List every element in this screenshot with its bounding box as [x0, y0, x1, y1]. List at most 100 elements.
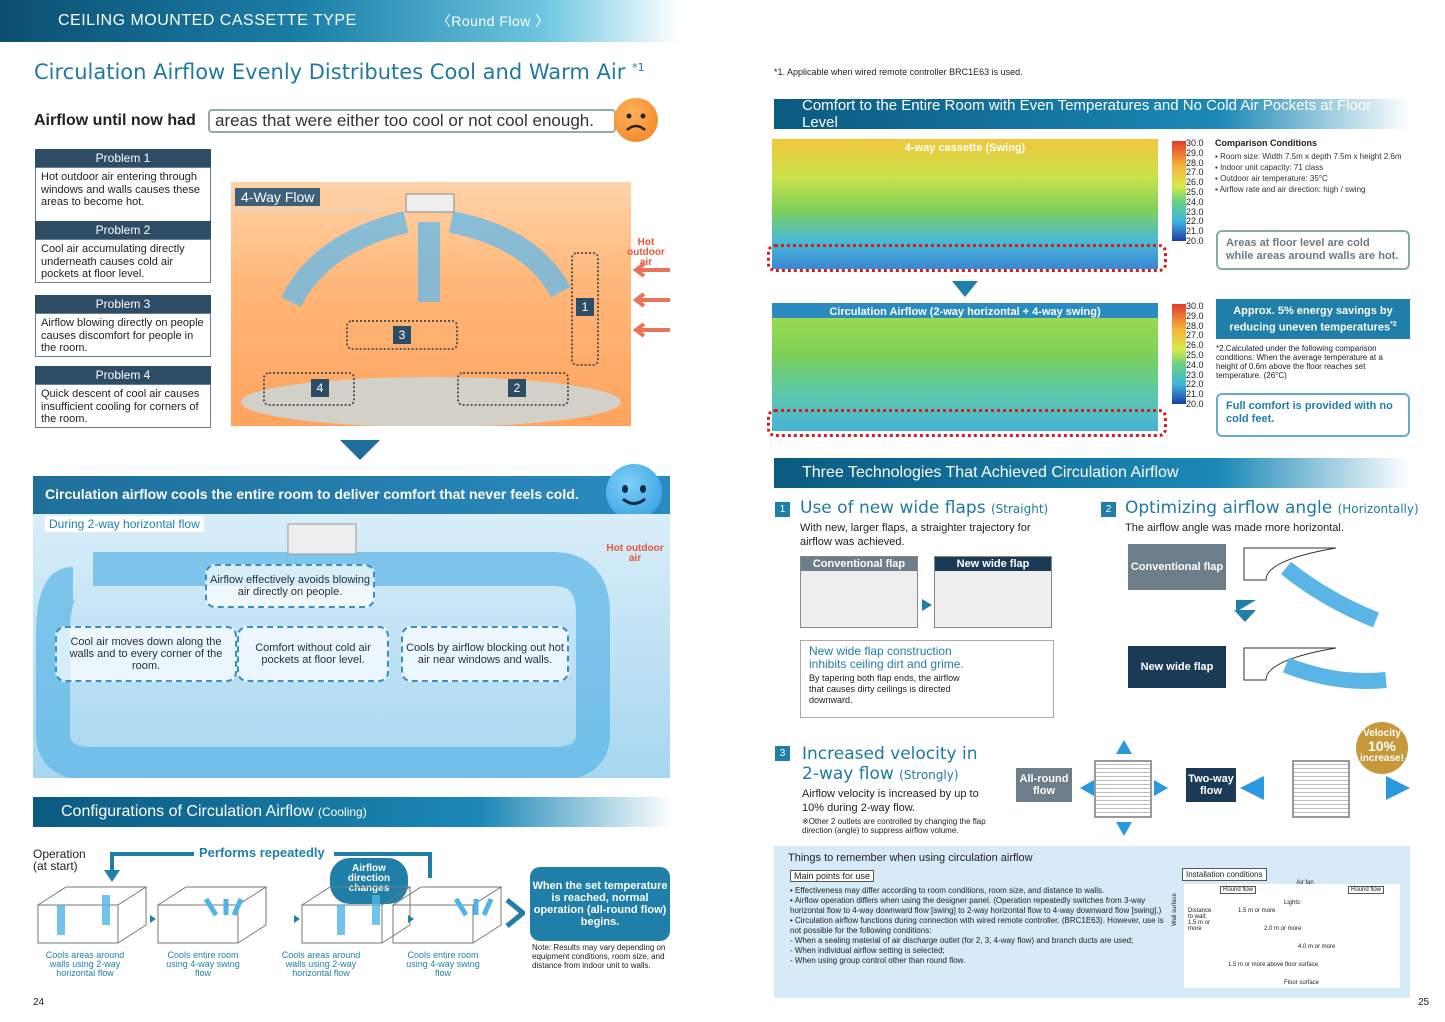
header-subtitle: 〈Round Flow 〉 — [436, 13, 550, 29]
cond-list: ▪ Room size: Width 7.5m x depth 7.5m x h… — [1215, 151, 1425, 195]
tick: 29.0 — [1186, 147, 1204, 158]
remember-title: Things to remember when using circulatio… — [788, 852, 1033, 864]
tech-title: Use of new wide flaps — [800, 498, 986, 518]
tech-3-text: Airflow velocity is increased by up to 1… — [802, 788, 979, 814]
problem-3: Problem 3 Airflow blowing directly on pe… — [35, 295, 211, 357]
cond-text: Airflow rate and air direction: high / s… — [1219, 185, 1366, 194]
tick: 25.0 — [1186, 186, 1204, 197]
sad-face-icon — [614, 98, 658, 142]
problem-text: Quick descent of cool air causes insuffi… — [35, 384, 211, 428]
comfort-band: Comfort to the Entire Room with Even Tem… — [774, 97, 1410, 131]
during-label: During 2-way horizontal flow — [45, 516, 204, 532]
temperature-scale — [1172, 141, 1186, 241]
floor-highlight — [767, 409, 1167, 437]
page-header: CEILING MOUNTED CASSETTE TYPE 〈Round Flo… — [0, 0, 680, 42]
problem-4: Problem 4 Quick descent of cool air caus… — [35, 366, 211, 428]
tick: 26.0 — [1186, 340, 1204, 351]
cond-text: Room size: Width 7.5m x depth 7.5m x hei… — [1220, 152, 1402, 161]
tech-1-title: Use of new wide flaps (Straight) — [800, 498, 1048, 518]
right-arrow-icon — [922, 599, 932, 611]
dist-4: 1.5 m or more above floor surface — [1228, 962, 1319, 968]
cold-floor-highlight — [767, 244, 1167, 272]
problem-title: Problem 1 — [35, 149, 211, 167]
tech-title: Optimizing airflow angle — [1125, 498, 1333, 518]
problem-2: Problem 2 Cool air accumulating directly… — [35, 221, 211, 283]
remember-item: - When individual airflow setting is sel… — [790, 946, 945, 955]
repeat-label: Performs repeatedly — [199, 845, 325, 860]
energy-sup: *2 — [1390, 321, 1397, 328]
zone-2-label: 2 — [508, 379, 526, 397]
tech-3-note: ※Other 2 outlets are controlled by chang… — [802, 817, 986, 835]
tick: 21.0 — [1186, 226, 1204, 237]
repeat-arrow-icon — [104, 852, 432, 882]
config-note: Note: Results may vary depending on equi… — [532, 943, 666, 970]
tick: 30.0 — [1186, 138, 1204, 148]
step-2: Cools entire room using 4-way swing flow — [166, 950, 240, 978]
callout-cold: Areas at floor level are cold while area… — [1216, 230, 1410, 270]
tick: 30.0 — [1186, 301, 1204, 311]
zone-1-label: 1 — [576, 298, 594, 316]
room-4way-illustration: 4-Way Flow Hot outdoor air 1 3 4 2 — [231, 182, 665, 426]
hot-air-arrows-icon — [632, 262, 670, 338]
cond-text: Outdoor air temperature: 35°C — [1220, 174, 1328, 183]
step-1: Cools areas around walls using 2-way hor… — [45, 950, 125, 978]
install-diagram: Round flow Round flow Air fan Lights Dis… — [1184, 880, 1400, 988]
config-rooms — [36, 885, 521, 945]
cond-item: ▪ Room size: Width 7.5m x depth 7.5m x h… — [1215, 152, 1402, 161]
cond-item: ▪ Airflow rate and air direction: high /… — [1215, 185, 1366, 194]
zone-4-label: 4 — [311, 379, 329, 397]
airflow-lead: Airflow until now had — [34, 112, 196, 129]
tick: 22.0 — [1186, 379, 1204, 390]
cassette-unit-icon — [1292, 760, 1350, 818]
config-title-small: (Cooling) — [318, 805, 367, 819]
callout-comfort: Full comfort is provided with no cold fe… — [1216, 393, 1410, 437]
room-box-icons — [36, 886, 503, 944]
down-arrow-icon — [340, 440, 380, 460]
tech-1-text: With new, larger flaps, a straighter tra… — [800, 522, 1031, 548]
footnote-1: *1. Applicable when wired remote control… — [774, 67, 1023, 77]
next-arrow-icon — [505, 898, 525, 928]
twoway-label: Two-way flow — [1186, 768, 1236, 802]
sim-label: 4-way cassette (Swing) — [904, 142, 1026, 154]
tick: 24.0 — [1186, 196, 1204, 207]
flap-info-title: New wide flap construction inhibits ceil… — [809, 644, 964, 671]
op-label: Operation (at start) — [33, 847, 86, 873]
energy-box: Approx. 5% energy savings by reducing un… — [1216, 299, 1410, 339]
problem-title: Problem 3 — [35, 295, 211, 313]
flap-info-text: By tapering both flap ends, the airflow … — [809, 673, 960, 705]
header-title: CEILING MOUNTED CASSETTE TYPE — [58, 12, 357, 29]
circulation-flow-icon — [36, 523, 610, 778]
benefit-walls: Cool air moves down along the walls and … — [55, 626, 237, 682]
cassette-unit-icon — [1094, 760, 1152, 818]
cond-title: Comparison Conditions — [1215, 138, 1317, 148]
problem-title: Problem 4 — [35, 366, 211, 384]
energy-text: Approx. 5% energy savings by reducing un… — [1229, 305, 1393, 334]
cond-item: ▪ Outdoor air temperature: 35°C — [1215, 174, 1328, 183]
vel-line: Velocity — [1363, 728, 1401, 739]
allround-label: All-round flow — [1016, 768, 1072, 802]
dist-3: 4.0 m or more — [1298, 944, 1336, 950]
round-flow-label: Round flow — [1348, 886, 1385, 894]
tick: 21.0 — [1186, 389, 1204, 400]
temperature-scale — [1172, 304, 1186, 404]
flap-info-box: New wide flap construction inhibits ceil… — [800, 640, 1054, 718]
problem-1: Problem 1 Hot outdoor air entering throu… — [35, 149, 211, 227]
footnote-2: *2.Calculated under the following compar… — [1216, 344, 1383, 380]
tech-1-number: 1 — [775, 502, 790, 517]
tick: 24.0 — [1186, 359, 1204, 370]
tech-2-number: 2 — [1101, 502, 1116, 517]
title-text: Circulation Airflow Evenly Distributes C… — [34, 60, 626, 84]
step-3: Cools areas around walls using 2-way hor… — [281, 950, 361, 978]
remember-item: - When using group control other than ro… — [790, 956, 966, 965]
tick: 23.0 — [1186, 369, 1204, 380]
remember-item: • Effectiveness may differ according to … — [790, 886, 1105, 895]
config-title: Configurations of Circulation Airflow — [61, 803, 314, 820]
airflow-box: areas that were either too cool or not c… — [208, 109, 616, 133]
hot-air-label: Hot outdoor air — [627, 237, 665, 268]
circulation-banner: Circulation airflow cools the entire roo… — [33, 476, 670, 514]
benefit-avoid: Airflow effectively avoids blowing air d… — [205, 564, 375, 608]
tech-title-small: (Strongly) — [899, 768, 959, 782]
conv-flap-label: Conventional flap — [801, 557, 917, 571]
